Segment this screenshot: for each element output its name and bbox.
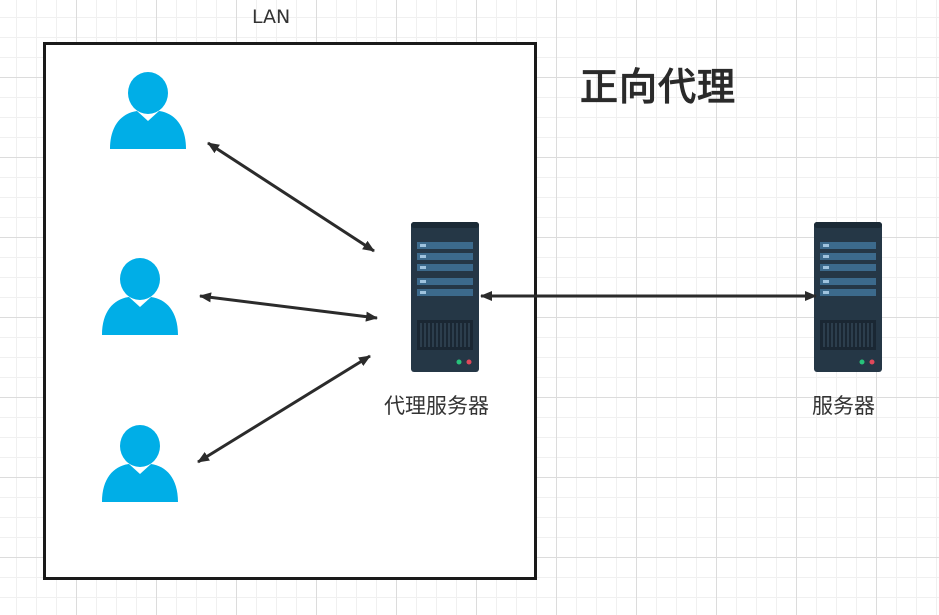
proxy-server-label: 代理服务器	[384, 394, 489, 418]
target-server-icon	[813, 221, 883, 373]
diagram-title: 正向代理	[580, 65, 737, 109]
user-1-icon	[110, 72, 186, 149]
target-server-label: 服务器	[812, 394, 875, 418]
arrow-user3-proxy	[197, 354, 371, 464]
arrow-user1-proxy	[207, 141, 375, 253]
user-3-icon	[102, 425, 178, 502]
user-2-icon	[102, 258, 178, 335]
arrow-user2-proxy	[199, 292, 378, 322]
proxy-server-icon	[410, 221, 480, 373]
lan-label: LAN	[252, 6, 291, 28]
